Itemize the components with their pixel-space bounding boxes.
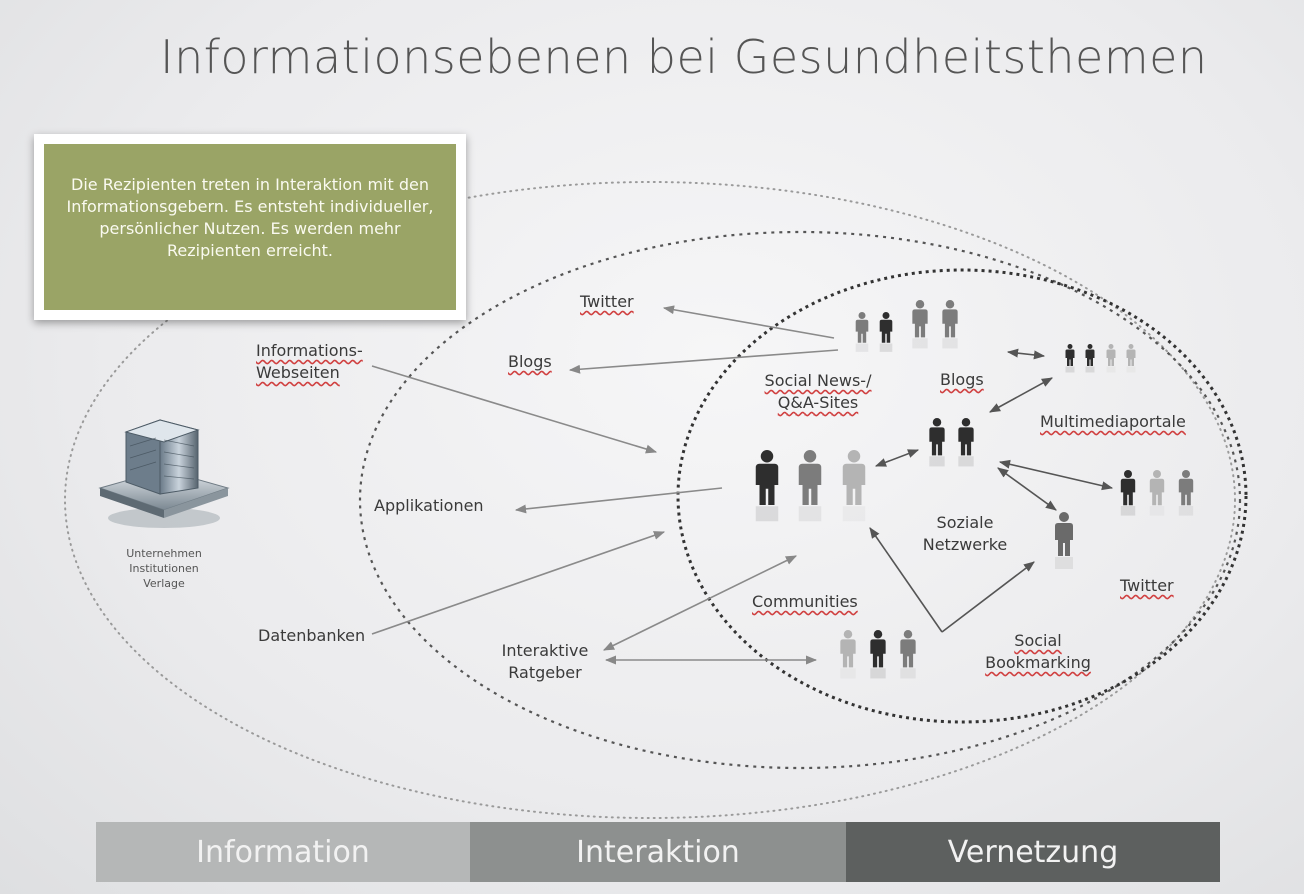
label-social-bookmarking: Social Bookmarking (968, 630, 1108, 674)
label-soziale-line2: Netzwerke (922, 535, 1008, 554)
person-icon (958, 418, 974, 467)
label-social-news-line2: Q&A-Sites (777, 393, 859, 412)
people-icons (755, 300, 1194, 679)
person-icon (1126, 344, 1136, 373)
label-institutionen: Institutionen (129, 562, 199, 575)
person-icon (1065, 344, 1075, 373)
label-interaktive-line2: Ratgeber (508, 663, 582, 682)
label-applikationen: Applikationen (374, 496, 484, 515)
person-icon (855, 312, 869, 352)
person-icon (842, 450, 866, 522)
person-icon (929, 418, 945, 467)
outer-ellipse-information (64, 181, 1236, 819)
bar-interaktion-label: Interaktion (576, 834, 740, 870)
person-icon (1085, 344, 1095, 373)
label-soziale-line1: Soziale (936, 513, 994, 532)
label-social-news: Social News-/ Q&A-Sites (756, 370, 880, 414)
label-blogs-network: Blogs (940, 370, 984, 389)
person-icon (755, 450, 779, 522)
person-icon (879, 312, 893, 352)
bar-information: Information (96, 822, 470, 882)
bar-vernetzung-label: Vernetzung (947, 834, 1119, 870)
person-icon (840, 630, 856, 679)
callout-text: Die Rezipienten treten in Interaktion mi… (44, 144, 456, 310)
label-multimediaportale: Multimediaportale (1040, 412, 1186, 431)
label-unternehmen: Unternehmen (126, 547, 202, 560)
label-twitter-network: Twitter (1120, 576, 1174, 595)
label-social-bookmarking-line2: Bookmarking (985, 653, 1091, 672)
person-icon (1106, 344, 1116, 373)
person-icon (900, 630, 916, 679)
person-icon (942, 300, 958, 349)
label-communities: Communities (752, 592, 858, 611)
label-social-bookmarking-line1: Social (1014, 631, 1062, 650)
connection-arrows (371, 305, 839, 665)
bar-interaktion: Interaktion (470, 822, 846, 882)
middle-ellipse-interaktion (358, 230, 1242, 770)
label-blogs-interaktion: Blogs (508, 352, 552, 371)
source-labels: Unternehmen Institutionen Verlage (104, 546, 224, 591)
label-informations-webseiten: Informations- Webseiten (256, 340, 363, 384)
person-icon (912, 300, 928, 349)
label-informations-line2: Webseiten (256, 363, 340, 382)
label-interaktive-line1: Interaktive (501, 641, 589, 660)
label-twitter-interaktion: Twitter (580, 292, 634, 311)
person-icon (798, 450, 822, 522)
page-title: Informationsebenen bei Gesundheitsthemen (160, 30, 1208, 84)
bar-vernetzung: Vernetzung (846, 822, 1220, 882)
person-icon (1178, 470, 1194, 516)
label-informations-line1: Informations- (256, 341, 363, 360)
person-icon (870, 630, 886, 679)
label-soziale-netzwerke: Soziale Netzwerke (910, 512, 1020, 556)
label-interaktive-ratgeber: Interaktive Ratgeber (490, 640, 600, 684)
network-arrows (869, 348, 1114, 633)
inner-ellipse-vernetzung (676, 268, 1248, 724)
bar-information-label: Information (196, 834, 370, 870)
person-icon (1055, 512, 1073, 569)
building-icon (98, 419, 230, 528)
label-social-news-line1: Social News-/ (764, 371, 872, 390)
callout-box: Die Rezipienten treten in Interaktion mi… (34, 134, 466, 320)
person-icon (1120, 470, 1136, 516)
label-datenbanken: Datenbanken (258, 626, 366, 645)
person-icon (1149, 470, 1165, 516)
label-verlage: Verlage (143, 577, 185, 590)
